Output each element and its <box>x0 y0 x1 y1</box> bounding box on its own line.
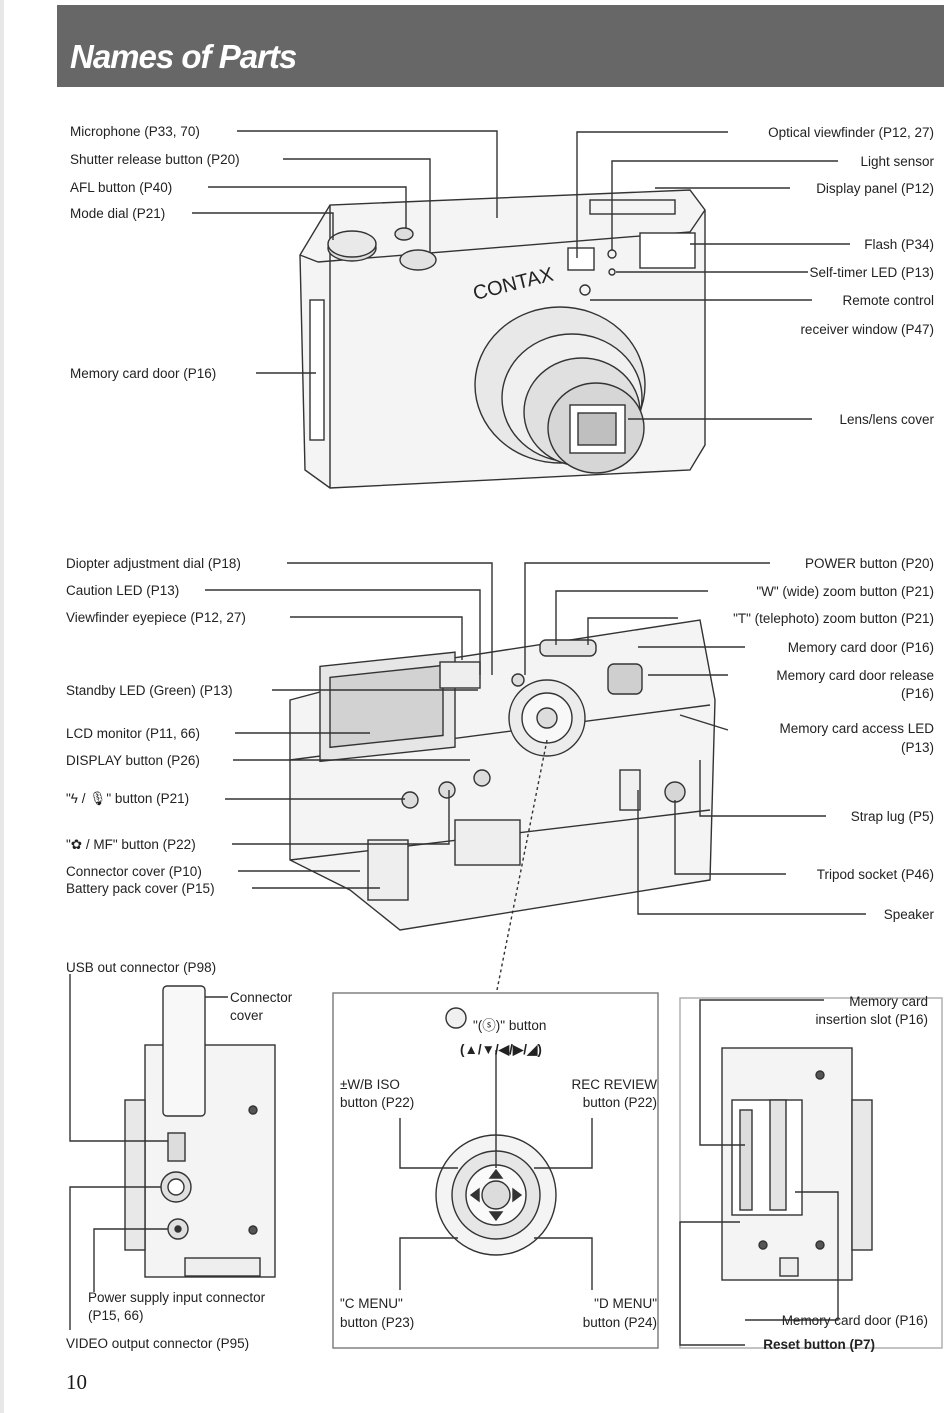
side-left-camera-drawing <box>124 985 276 1278</box>
label-self-timer-led: Self-timer LED (P13) <box>809 265 934 280</box>
label-shutter-release: Shutter release button (P20) <box>70 152 240 167</box>
label-light-sensor: Light sensor <box>860 154 934 169</box>
label-afl-button: AFL button (P40) <box>70 180 173 195</box>
label-wb-iso-page: button (P22) <box>340 1095 415 1110</box>
label-memory-card-door-front: Memory card door (P16) <box>70 366 217 381</box>
label-optical-viewfinder: Optical viewfinder (P12, 27) <box>768 125 934 140</box>
label-dial-arrows: (▲/▼/◀/▶/◢) <box>460 1042 542 1057</box>
label-receiver-window: receiver window (P47) <box>800 322 934 337</box>
front-camera-drawing <box>299 189 706 489</box>
label-card-access-led-page: (P13) <box>900 740 934 755</box>
label-memory-card-door-back: Memory card door (P16) <box>787 640 934 655</box>
label-lens-cover: Lens/lens cover <box>839 412 934 427</box>
label-remote-control: Remote control <box>842 293 934 308</box>
title-banner <box>57 5 944 87</box>
label-strap-lug: Strap lug (P5) <box>850 809 934 824</box>
label-card-door-release-page: (P16) <box>900 686 934 701</box>
label-power-button: POWER button (P20) <box>804 556 934 571</box>
label-power-supply-input-page: (P15, 66) <box>88 1308 144 1323</box>
label-viewfinder-eyepiece: Viewfinder eyepiece (P12, 27) <box>66 610 246 625</box>
label-flash: Flash (P34) <box>864 237 934 252</box>
label-wb-iso: ±W/B ISO <box>340 1077 400 1092</box>
label-diopter-dial: Diopter adjustment dial (P18) <box>66 556 241 571</box>
label-dial-button: "(ⓢ)" button <box>473 1018 547 1033</box>
label-rec-review: REC REVIEW <box>571 1077 657 1092</box>
label-rec-review-page: button (P22) <box>582 1095 657 1110</box>
label-card-access-led: Memory card access LED <box>779 721 934 736</box>
page-edge-shadow <box>0 0 4 1413</box>
side-right-camera-drawing <box>721 1047 873 1281</box>
label-video-output: VIDEO output connector (P95) <box>66 1336 250 1351</box>
label-caution-led: Caution LED (P13) <box>66 583 180 598</box>
label-d-menu-page: button (P24) <box>582 1315 657 1330</box>
label-flash-voice-button: "ϟ / 🎙" button (P21) <box>66 791 190 806</box>
label-standby-led: Standby LED (Green) (P13) <box>66 683 233 698</box>
label-battery-pack-cover: Battery pack cover (P15) <box>66 881 215 896</box>
label-connector-cover: Connector cover (P10) <box>66 864 202 879</box>
label-card-slot-page: insertion slot (P16) <box>815 1012 928 1027</box>
label-c-menu-page: button (P23) <box>340 1315 415 1330</box>
back-camera-drawing <box>289 619 716 931</box>
label-reset-button: Reset button (P7) <box>763 1337 875 1352</box>
label-c-menu: "C MENU" <box>340 1296 403 1311</box>
label-connector-cover-side: Connector <box>230 990 293 1005</box>
label-connector-cover-side-2: cover <box>230 1008 264 1023</box>
label-wide-zoom: "W" (wide) zoom button (P21) <box>756 584 934 599</box>
label-macro-mf-button: "✿ / MF" button (P22) <box>66 837 196 852</box>
label-memory-card-door-side: Memory card door (P16) <box>781 1313 928 1328</box>
label-power-supply-input: Power supply input connector <box>88 1290 266 1305</box>
label-card-slot: Memory card <box>849 994 928 1009</box>
label-speaker: Speaker <box>883 907 934 922</box>
label-usb-out: USB out connector (P98) <box>66 960 217 975</box>
label-display-button: DISPLAY button (P26) <box>66 753 200 768</box>
label-card-door-release: Memory card door release <box>776 668 934 683</box>
label-microphone: Microphone (P33, 70) <box>70 124 200 139</box>
label-d-menu: "D MENU" <box>594 1296 657 1311</box>
label-mode-dial: Mode dial (P21) <box>70 206 166 221</box>
label-tele-zoom: "T" (telephoto) zoom button (P21) <box>733 611 934 626</box>
label-tripod-socket: Tripod socket (P46) <box>816 867 934 882</box>
dial-detail-drawing <box>435 1007 557 1256</box>
label-display-panel: Display panel (P12) <box>816 181 934 196</box>
page-number: 10 <box>66 1370 87 1394</box>
page-title: Names of Parts <box>70 38 297 75</box>
label-lcd-monitor: LCD monitor (P11, 66) <box>66 726 201 741</box>
